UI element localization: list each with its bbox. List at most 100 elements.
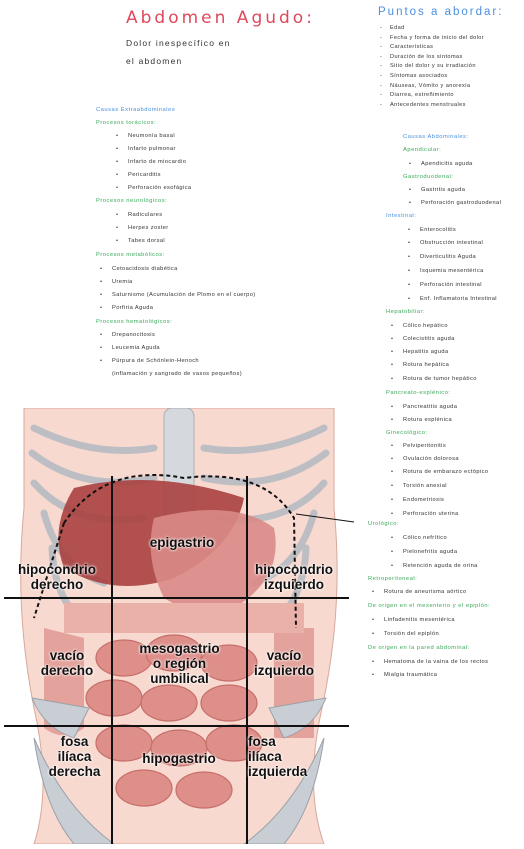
list-item: Perforación uterina [391,511,459,517]
region-hipogastrio: hipogastrio [142,751,216,766]
list-item: Fecha y forma de inicio del dolor [380,34,484,44]
list-item: Infarto de miocardio [116,159,186,165]
list-item: Sitio del dolor y su irradiación [380,62,484,72]
region-label-line: vacío [266,648,302,663]
list-item: Perforación gastroduodenal [409,200,501,206]
region-label-line: derecho [40,663,94,678]
list-item: Rotura de tumor hepático [391,376,477,382]
abd-group-hepatobiliar: Hepatobiliar: [386,309,426,315]
list-item: Edad [380,24,484,34]
list-item: Características [380,43,484,53]
list-item: Púrpura de Schönlein-Henoch [100,358,199,364]
extra-group-toracicos: Procesos torácicos: [96,120,157,126]
region-label-line: izquierda [248,764,308,779]
list-item: Rotura de aneurisma aórtico [372,589,467,595]
subtitle-line-2: el abdomen [126,56,183,66]
abd-group-pancreato: Pancreato-esplénico: [386,390,451,396]
list-item: Diverticulitis Aguda [408,254,476,260]
extra-group-metabolicos: Procesos metabólicos: [96,252,165,258]
subtitle-line-1: Dolor inespecífico en [126,38,231,48]
region-mesogastrio: mesogastrio o región umbilical [122,641,237,686]
list-item: Pelviperitonitis [391,443,446,449]
list-item: Neumonía basal [116,133,175,139]
abd-group-ginecologico: Ginecológico: [386,430,428,436]
list-item: Porfiria Aguda [100,305,153,311]
abd-group-gastroduodenal: Gastroduodenal: [403,174,454,180]
abd-group-urologico: Urológico: [368,521,400,527]
region-hipocondrio-izquierdo: hipocondrio izquierdo [249,562,339,592]
note-text: (inflamación y sangrado de vasos pequeño… [112,371,242,377]
region-label-line: o región [152,656,207,671]
list-item: Drepanocitosis [100,332,155,338]
extra-group-hematologicos: Procesos hematológicos: [96,319,173,325]
abd-title: Causas Abdominales: [403,134,469,140]
list-item: Infarto pulmonar [116,146,176,152]
region-label-line: ilíaca [57,749,92,764]
region-fosa-iliaca-izquierda: fosa ilíaca izquierda [248,734,323,779]
puntos-title: Puntos a abordar: [378,6,504,18]
list-item: Perforación esofágica [116,185,191,191]
abdomen-anatomy-drawing [4,407,355,845]
region-label-line: vacío [49,648,85,663]
list-item: Colecistitis aguda [391,336,455,342]
list-item: Rotura hepática [391,362,449,368]
region-hipocondrio-derecho: hipocondrio derecho [12,562,102,592]
region-label-line: derecho [30,577,84,592]
list-item: Hematoma de la vaina de los rectos [372,659,488,665]
page-title: Abdomen Agudo: [126,8,315,28]
list-item: Perforación intestinal [408,282,482,288]
region-label-line: derecha [48,764,101,779]
list-item: Isquemia mesentérica [408,268,484,274]
list-item: Rotura esplénica [391,417,452,423]
list-item: Herpes zoster [116,225,169,231]
list-item: Diarrea, estreñimiento [380,91,484,101]
list-item: Apendicitis aguda [409,161,473,167]
abd-group-retroperitoneal: Retroperitoneal: [368,576,418,582]
abd-group-mesenterio: De origen en el mesenterio y el epiplón: [368,603,491,609]
list-item: Pielonefritis aguda [391,549,457,555]
extra-title: Causas Extraabdominales [96,107,176,113]
region-label-line: fosa [60,734,89,749]
list-item: Pericarditis [116,172,161,178]
region-label-line: mesogastrio [139,641,220,656]
list-item: Retención aguda de orina [391,563,478,569]
extra-group-neurologicos: Procesos neurológicos: [96,198,168,204]
region-label-line: izquierdo [254,663,314,678]
region-label-line: fosa [248,734,276,749]
list-item: Pancreatitis aguda [391,404,457,410]
region-label-line: ilíaca [248,749,282,764]
list-item: Síntomas asociados [380,72,484,82]
list-item: Endometriosis [391,497,444,503]
list-item: Torsión anexial [391,483,447,489]
list-item: Uremia [100,279,133,285]
page-subtitle: Dolor inespecífico en el abdomen [126,34,286,70]
list-item: Náuseas, Vómito y anorexia [380,82,484,92]
region-vacio-izquierdo: vacío izquierdo [249,648,319,678]
list-item: Tabes dorsal [116,238,165,244]
list-item: Cetoacidosis diabética [100,266,178,272]
abd-group-intestinal: Intestinal: [386,213,417,219]
list-item: Cólico hepático [391,323,448,329]
list-item: Hepatitis aguda [391,349,449,355]
list-item: Leucemia Aguda [100,345,160,351]
list-item: Cólico nefrítico [391,535,447,541]
list-item: Enterocolitis [408,227,456,233]
list-item: Obstrucción intestinal [408,240,483,246]
list-item: Ovulación dolorosa [391,456,459,462]
region-vacio-derecho: vacío derecho [32,648,102,678]
list-item: Saturnismo (Acumulación de Plomo en el c… [100,292,256,298]
puntos-list: Edad Fecha y forma de inicio del dolor C… [380,24,484,110]
region-epigastrio: epigastrio [149,535,215,550]
list-item: Radiculares [116,212,162,218]
list-item: Rotura de embarazo ectópico [391,469,488,475]
list-item: Gastritis aguda [409,187,465,193]
list-item: Duración de los síntomas [380,53,484,63]
abd-group-pared: De origen en la pared abdominal: [368,645,470,651]
abd-group-apendicular: Apendicular: [403,147,442,153]
region-label-line: hipocondrio [18,562,96,577]
region-fosa-iliaca-derecha: fosa ilíaca derecha [42,734,107,779]
list-item: Mialgia traumática [372,672,437,678]
list-item: Enf. Inflamatoria Intestinal [408,296,497,302]
list-item: Torsión del epiplón [372,631,439,637]
list-item: Linfadenitis mesentérica [372,617,455,623]
